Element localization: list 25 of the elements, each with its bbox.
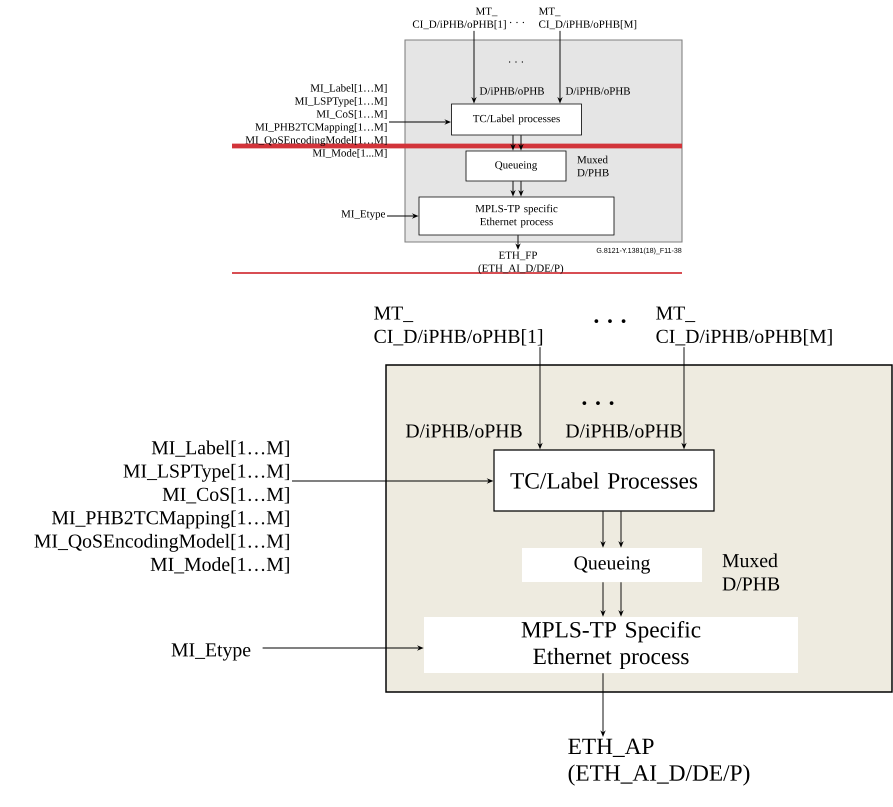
signal-label: MT_ CI_D/iPHB/oPHB[1] — [412, 8, 506, 30]
process-box: MPLS-TP Specific Ethernet process — [424, 617, 798, 673]
signal-label: MT_ CI_D/iPHB/oPHB[1] — [374, 306, 542, 346]
ellipsis: . . . — [508, 61, 524, 63]
signal-label: ETH_FP (ETH_AI_D/DE/P) — [478, 252, 564, 274]
process-box: TC/Label Processes — [493, 449, 715, 512]
signal-label: D/iPHB/oPHB — [480, 87, 544, 95]
ellipsis: · · · — [510, 22, 524, 24]
signal-label: MT_ CI_D/iPHB/oPHB[M] — [538, 8, 636, 30]
signal-label: D/iPHB/oPHB — [566, 87, 630, 95]
signal-label: MI_Etype — [172, 643, 250, 661]
process-box: Queueing — [466, 150, 566, 182]
parameter-list: MI_Label[1…M] MI_LSPType[1…M] MI_CoS[1…M] MI_PHB2TCMapping[1…M] MI_QoSEncodingModel[1…M] MI_Mode[1…M] — [34, 440, 289, 574]
process-box: TC/Label processes — [451, 104, 582, 136]
signal-label: MI_Etype — [341, 210, 386, 220]
annotation-text: Muxed D/PHB — [577, 156, 609, 176]
signal-label: D/iPHB/oPHB — [406, 424, 522, 438]
signal-label: D/iPHB/oPHB — [566, 424, 682, 438]
signal-label: ETH_AP (ETH_AI_D/DE/P) — [568, 738, 750, 786]
process-box: Queueing — [522, 548, 702, 582]
signal-label: MT_ CI_D/iPHB/oPHB[M] — [656, 306, 832, 346]
ellipsis: · · · — [594, 319, 626, 323]
ellipsis: · · · — [582, 401, 614, 405]
annotation-text: Muxed D/PHB — [722, 553, 780, 591]
process-box: MPLS-TP specific Ethernet process — [418, 196, 614, 236]
